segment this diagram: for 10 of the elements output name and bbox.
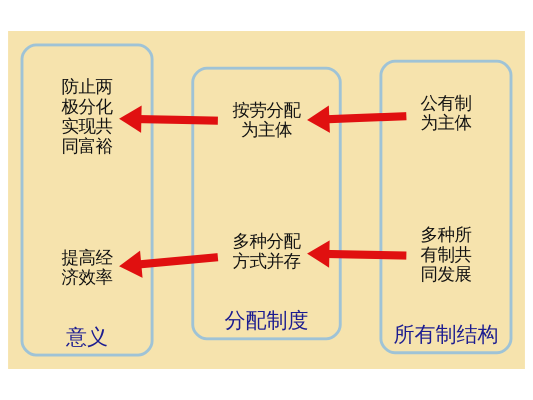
arrow bbox=[307, 106, 407, 133]
node-text: 多种所有制共同发展 bbox=[420, 226, 472, 286]
node-text: 按劳分配为主体 bbox=[232, 100, 300, 141]
node-text: 公有制为主体 bbox=[420, 94, 472, 134]
node-text: 提高经济效率 bbox=[62, 248, 113, 288]
arrow bbox=[307, 240, 406, 268]
node-text: 多种分配方式并存 bbox=[232, 232, 300, 272]
node-text: 防止两极分化实现共同富裕 bbox=[62, 78, 113, 157]
arrow bbox=[119, 106, 218, 133]
arrow bbox=[119, 250, 218, 278]
